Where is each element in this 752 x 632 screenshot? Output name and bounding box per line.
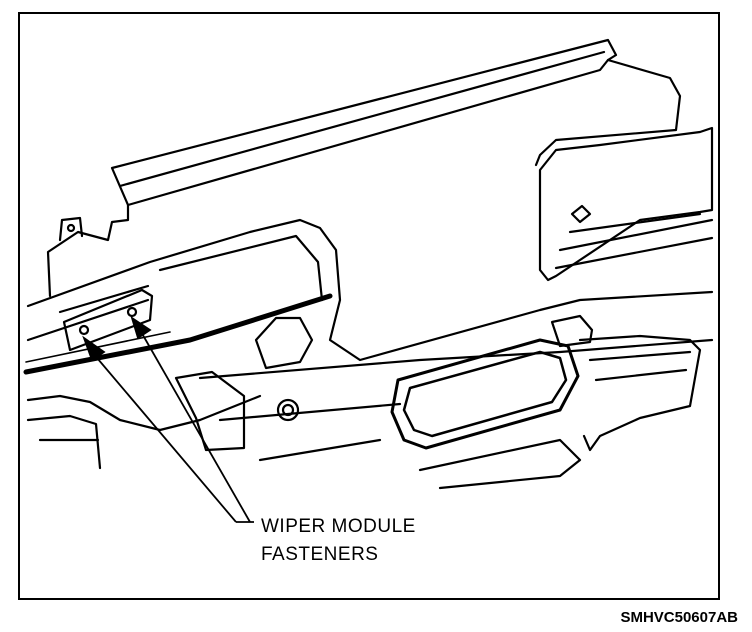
leader-2-arrow <box>130 315 152 340</box>
grommet <box>276 398 300 422</box>
cowl-panel <box>46 38 682 298</box>
cowl-tab-hole <box>66 223 76 233</box>
figure-frame <box>18 12 720 600</box>
right-recess-inner <box>554 212 714 270</box>
figure-code: SMHVC50607AB <box>620 609 738 626</box>
recess-clip <box>570 204 592 224</box>
grommet-inner <box>281 403 295 417</box>
lower-body <box>418 438 582 490</box>
duct-inner <box>402 350 568 438</box>
right-recess <box>538 126 714 282</box>
fastener-1 <box>78 324 90 336</box>
seal-strip <box>23 293 333 375</box>
cowl-tab <box>58 216 84 242</box>
fastener-bracket <box>62 288 154 352</box>
cross-member <box>198 338 714 462</box>
callout-label-line1: WIPER MODULE <box>261 516 416 537</box>
blower-housing-lines <box>588 350 692 382</box>
pivot-block <box>254 316 314 370</box>
body-panel <box>26 218 714 362</box>
left-arm <box>174 370 246 452</box>
duct-outer <box>390 338 580 450</box>
cowl-edge <box>126 58 610 207</box>
body-panel-inner <box>158 234 324 302</box>
leader-2 <box>139 329 251 523</box>
connector <box>550 314 594 348</box>
left-mechanism <box>26 394 262 470</box>
leader-1-arrow <box>82 335 106 362</box>
body-crease <box>26 284 150 342</box>
blower-housing <box>578 334 702 452</box>
callout-label-line2: FASTENERS <box>261 544 379 565</box>
cowl-edge-2 <box>118 50 606 188</box>
fastener-2 <box>126 306 138 318</box>
leader-1 <box>91 351 237 523</box>
callout-leaders <box>82 315 254 523</box>
